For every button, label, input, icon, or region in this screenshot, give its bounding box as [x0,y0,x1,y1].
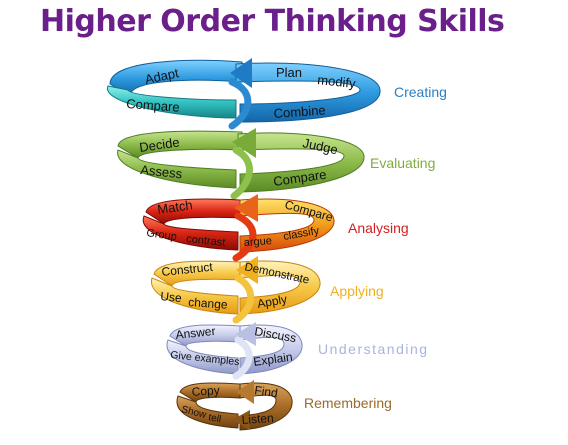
remembering-word-listen: Listen [241,411,274,427]
creating-word-compare: Compare [126,96,180,115]
evaluating-spiral [117,128,365,200]
remembering-word-find: Find [254,383,279,400]
analysing-spiral [142,194,335,262]
page-title: Higher Order Thinking Skills [40,4,505,39]
level-label-creating: Creating [394,84,447,100]
remembering-band-left [176,395,239,429]
understanding-word-discuss: Discuss [253,324,297,345]
understanding-word-explain: Explain [252,350,293,369]
evaluating-band-back [117,130,243,159]
remembering-bottom-arrow-head [232,410,250,430]
understanding-swirl [232,336,253,380]
understanding-arrow-head [236,322,256,346]
analysing-word-contrast: contrast [186,233,226,249]
analysing-word-group: Group [146,227,178,243]
applying-arrow-head [236,256,258,284]
creating-word-modify: modify [317,72,357,91]
analysing-arrow-head [234,194,258,222]
remembering-spiral [176,380,293,431]
remembering-arrow-head [236,380,254,404]
remembering-word-copy: Copy [191,383,220,399]
applying-swirl [232,274,254,324]
applying-word-apply: Apply [256,292,288,311]
level-label-evaluating: Evaluating [370,155,435,171]
level-label-applying: Applying [330,283,384,299]
analysing-band-left [142,215,239,251]
understanding-word-answer: Answer [175,324,216,342]
creating-band-left [107,85,237,119]
applying-word-change: change [188,295,229,312]
applying-band-left [151,277,239,315]
level-label-analysing: Analysing [348,220,409,236]
creating-word-plan: Plan [276,65,302,80]
evaluating-word-judge: Judge [301,135,339,157]
creating-word-combine: Combine [273,102,326,121]
evaluating-band-left [117,149,237,189]
evaluating-arrow-head [232,128,256,158]
evaluating-word-assess: Assess [140,162,184,181]
creating-arrow-head [230,58,252,88]
applying-word-construct: Construct [161,260,214,279]
evaluating-swirl [230,146,253,200]
analysing-word-match: Match [156,197,193,217]
creating-swirl [228,78,252,130]
evaluating-word-compare: Compare [272,167,327,189]
understanding-spiral [166,322,303,380]
applying-spiral [151,256,321,324]
applying-word-use: Use [160,289,183,305]
level-label-understanding: Understanding [318,341,429,357]
analysing-word-argue: argue [243,235,272,249]
analysing-word-compare: Compare [283,197,335,224]
creating-word-adapt: Adapt [144,65,181,87]
analysing-swirl [232,212,257,262]
level-label-remembering: Remembering [304,395,392,411]
remembering-word-tell: tell [207,412,222,425]
evaluating-word-decide: Decide [138,134,180,154]
creating-spiral [107,58,381,130]
